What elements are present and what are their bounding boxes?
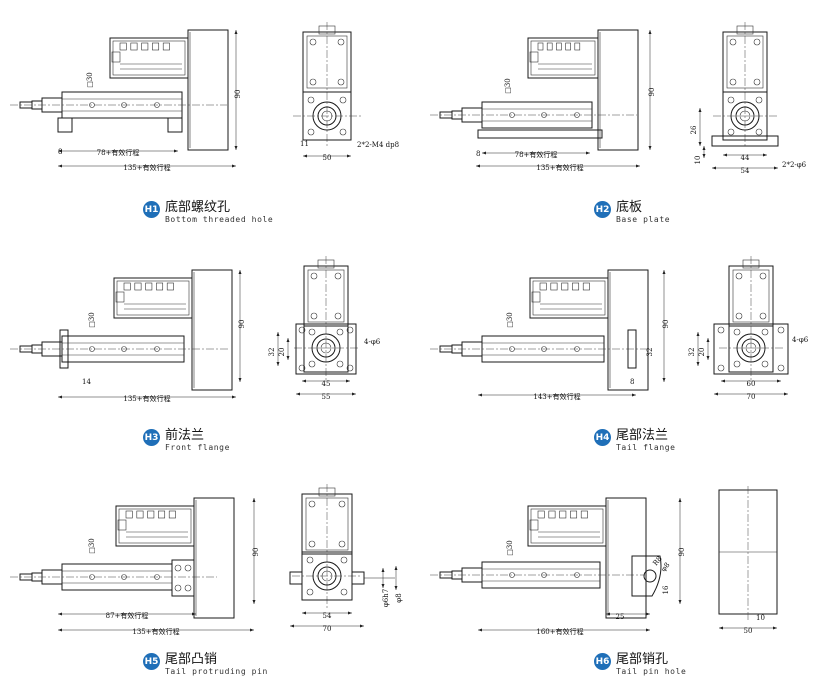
h2-dim-partial: 78+有效行程 <box>515 150 558 159</box>
h2-dim-height: 90 <box>648 88 656 97</box>
h2-dim-base-t: 10 <box>694 156 702 165</box>
h2-dim-left: 8 <box>476 150 480 158</box>
h3-dim-outer: 55 <box>322 393 331 401</box>
title-cn-h4: 尾部法兰 <box>616 428 669 443</box>
h2-dim-total: 135+有效行程 <box>536 163 583 172</box>
badge-h1: H1 <box>143 201 160 218</box>
title-en-h5: Tail protruding pin <box>165 667 268 676</box>
h5-dim-pin-h7: φ6h7 <box>382 589 390 607</box>
h6-dim-hole-h: 16 <box>662 585 670 594</box>
caption-h6: H6 尾部销孔 Tail pin hole <box>594 652 686 677</box>
h4-dim-fh-inner: 20 <box>698 348 706 357</box>
h1-dim-side-offset: 11 <box>300 140 309 148</box>
h2-dim-square: □30 <box>504 78 512 94</box>
h4-dim-square: □30 <box>506 312 514 328</box>
h3-dim-fh-inner: 20 <box>278 348 286 357</box>
h4-dim-flange-h: 32 <box>646 348 654 357</box>
h5-dim-total: 135+有效行程 <box>132 627 179 636</box>
caption-h2: H2 底板 Base plate <box>594 200 670 225</box>
h6-dim-rear-len: 25 <box>616 613 625 621</box>
h4-dim-total: 143+有效行程 <box>533 392 580 401</box>
title-en-h1: Bottom threaded hole <box>165 215 274 224</box>
caption-h3: H3 前法兰 Front flange <box>143 428 230 453</box>
h6-dim-side-width: 50 <box>744 627 753 635</box>
h6-dim-height: 90 <box>678 548 686 557</box>
h5-dim-inner: 54 <box>323 612 332 620</box>
view-h5: 90 □30 87+有效行程 135+有效行程 φ6h7 φ8 54 70 <box>10 484 403 636</box>
title-en-h4: Tail flange <box>616 443 676 452</box>
h1-dim-square: □30 <box>86 72 94 88</box>
h1-dim-height: 90 <box>234 90 242 99</box>
h6-dim-total: 160+有效行程 <box>536 627 583 636</box>
h5-dim-square: □30 <box>88 538 96 554</box>
view-h1: 90 □30 78+有效行程 135+有效行程 8 50 11 2*2-M4 dp8 <box>10 22 399 172</box>
title-en-h6: Tail pin hole <box>616 667 687 676</box>
badge-h5: H5 <box>143 653 160 670</box>
h3-dim-height: 90 <box>238 320 246 329</box>
h4-dim-hole-note: 4-φ6 <box>792 336 809 344</box>
h4-dim-fh-outer: 32 <box>688 348 696 357</box>
h6-dim-square: □30 <box>506 540 514 556</box>
h6-dim-side-offset: 10 <box>756 614 765 622</box>
view-h2: 90 □30 78+有效行程 135+有效行程 8 26 10 44 54 2*2-φ6 <box>430 22 807 175</box>
h5-dim-outer: 70 <box>323 625 332 633</box>
title-en-h3: Front flange <box>165 443 230 452</box>
h5-dim-partial: 87+有效行程 <box>106 611 149 620</box>
h5-dim-pin-dia: φ8 <box>395 593 403 602</box>
h1-dim-hole-note: 2*2-M4 dp8 <box>357 141 399 149</box>
h5-dim-height: 90 <box>252 548 260 557</box>
h2-dim-outer: 54 <box>741 167 750 175</box>
h4-dim-rear: 8 <box>630 378 634 386</box>
h3-dim-square: □30 <box>88 312 96 328</box>
title-cn-h3: 前法兰 <box>165 428 205 443</box>
h3-dim-inner: 45 <box>322 380 331 388</box>
title-cn-h5: 尾部凸销 <box>165 652 218 667</box>
h3-dim-fh-outer: 32 <box>268 348 276 357</box>
h3-dim-hole-note: 4-φ6 <box>364 338 381 346</box>
h2-dim-hole-note: 2*2-φ6 <box>782 161 807 169</box>
caption-h1: H1 底部螺纹孔 Bottom threaded hole <box>143 200 273 225</box>
badge-h4: H4 <box>594 429 611 446</box>
h3-dim-front: 14 <box>82 378 91 386</box>
title-cn-h1: 底部螺纹孔 <box>165 200 231 215</box>
h4-dim-outer: 70 <box>747 393 756 401</box>
title-cn-h6: 尾部销孔 <box>616 652 669 667</box>
caption-h5: H5 尾部凸销 Tail protruding pin <box>143 652 268 677</box>
h2-dim-inner: 44 <box>741 154 750 162</box>
badge-h6: H6 <box>594 653 611 670</box>
h4-dim-inner: 60 <box>747 380 756 388</box>
h4-dim-height: 90 <box>662 320 670 329</box>
h1-dim-left: 8 <box>58 148 62 156</box>
caption-h4: H4 尾部法兰 Tail flange <box>594 428 676 453</box>
h1-dim-side-width: 50 <box>323 154 332 162</box>
title-cn-h2: 底板 <box>616 200 643 215</box>
badge-h3: H3 <box>143 429 160 446</box>
h1-dim-partial: 78+有效行程 <box>97 148 140 157</box>
title-en-h2: Base plate <box>616 215 671 224</box>
h3-dim-total: 135+有效行程 <box>123 394 170 403</box>
h1-dim-total: 135+有效行程 <box>123 163 170 172</box>
h2-dim-base-h: 26 <box>690 125 698 134</box>
badge-h2: H2 <box>594 201 611 218</box>
